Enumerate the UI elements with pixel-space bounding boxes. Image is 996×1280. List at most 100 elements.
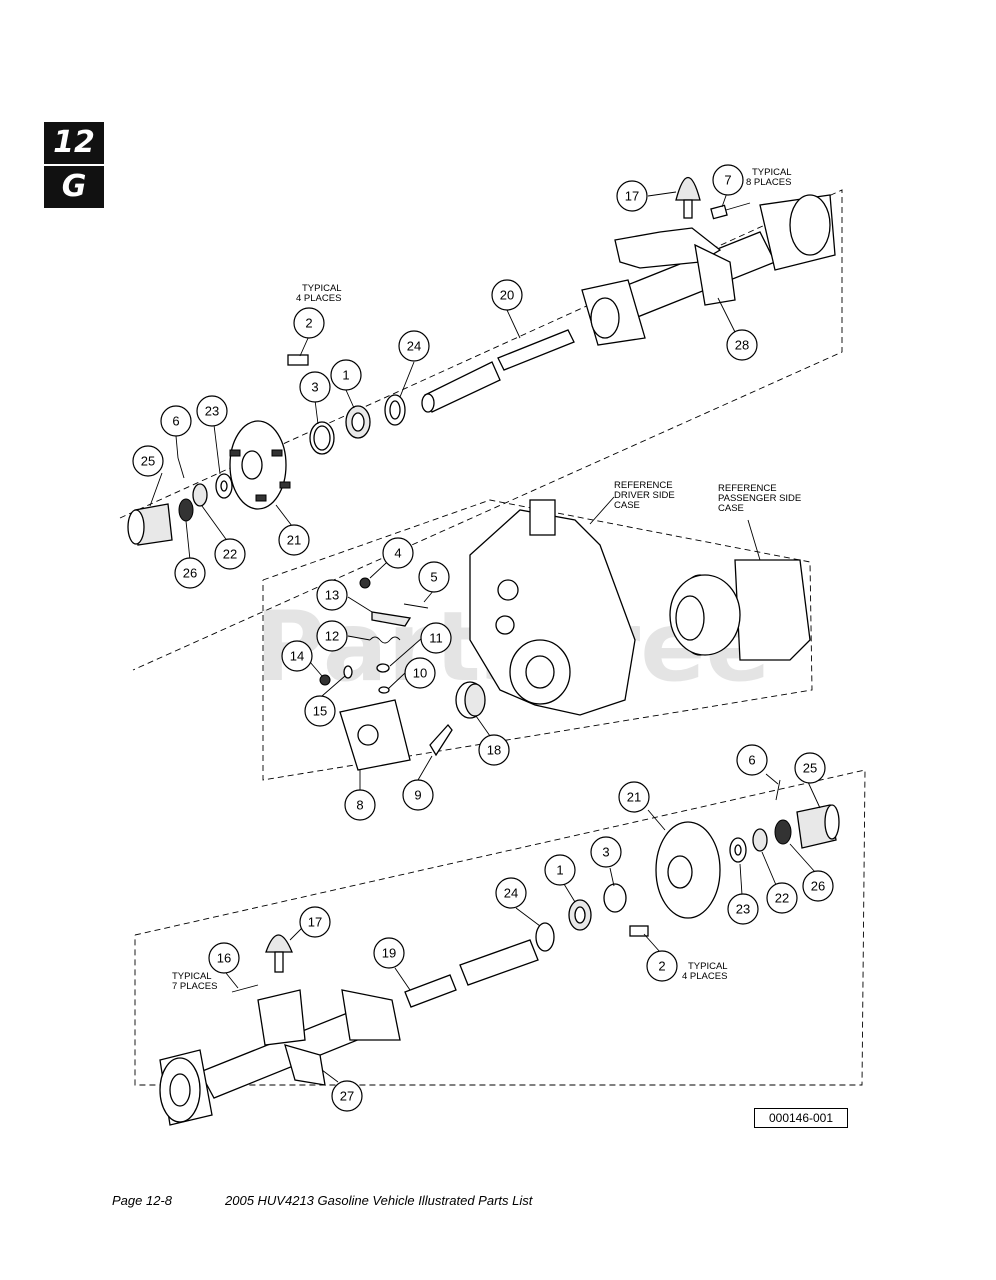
lower-bolt-16 <box>231 984 259 993</box>
svg-text:2: 2 <box>305 316 312 331</box>
lower-bumper-17 <box>265 934 293 973</box>
svg-text:27: 27 <box>340 1089 354 1104</box>
note-typical-4-places-top: TYPICAL 4 PLACES <box>296 283 342 304</box>
upper-axle-shaft-end <box>421 361 501 413</box>
svg-text:9: 9 <box>414 788 421 803</box>
passenger-side-case <box>669 559 811 661</box>
spring-12 <box>369 636 401 644</box>
svg-text:1: 1 <box>342 368 349 383</box>
svg-text:PASSENGER SIDE: PASSENGER SIDE <box>718 493 801 504</box>
svg-text:24: 24 <box>504 886 518 901</box>
svg-text:4 PLACES: 4 PLACES <box>296 293 341 304</box>
svg-text:28: 28 <box>735 338 749 353</box>
callout-22-bottom: 22 <box>766 882 798 914</box>
callout-7: 7 <box>712 164 744 196</box>
callout-18: 18 <box>478 734 510 766</box>
callout-8: 8 <box>344 789 376 821</box>
washer-11 <box>376 663 390 673</box>
oring-10 <box>378 686 390 694</box>
svg-text:4: 4 <box>394 546 401 561</box>
note-typical-4-places-bottom: TYPICAL 4 PLACES <box>682 961 728 982</box>
svg-text:13: 13 <box>325 588 339 603</box>
svg-text:CASE: CASE <box>718 503 744 514</box>
svg-text:12: 12 <box>325 629 339 644</box>
callout-23-top: 23 <box>196 395 228 427</box>
svg-text:26: 26 <box>183 566 197 581</box>
upper-retaining-ring-3 <box>309 421 335 455</box>
svg-text:REFERENCE: REFERENCE <box>614 480 673 491</box>
svg-text:8: 8 <box>356 798 363 813</box>
svg-text:TYPICAL: TYPICAL <box>688 961 728 972</box>
callout-6-top: 6 <box>160 405 192 437</box>
svg-text:23: 23 <box>736 902 750 917</box>
note-typical-8-places: TYPICAL 8 PLACES <box>746 167 792 188</box>
upper-dust-cap-25 <box>127 503 173 546</box>
callout-27: 27 <box>331 1080 363 1112</box>
callout-28: 28 <box>726 329 758 361</box>
shaft-9 <box>429 723 453 757</box>
callout-13: 13 <box>316 579 348 611</box>
section-letter-tab: G <box>44 166 104 208</box>
svg-text:19: 19 <box>382 946 396 961</box>
transaxle-group-outline <box>262 499 813 781</box>
callout-16: 16 <box>208 942 240 974</box>
note-reference-driver-side-case: REFERENCE DRIVER SIDE CASE <box>614 480 675 511</box>
svg-text:16: 16 <box>217 951 231 966</box>
callout-1-top: 1 <box>330 359 362 391</box>
callout-2-top: 2 <box>293 307 325 339</box>
callout-14: 14 <box>281 640 313 672</box>
screw-14 <box>319 674 331 686</box>
callout-24-bottom: 24 <box>495 877 527 909</box>
gear-18 <box>455 681 486 719</box>
callout-24-top: 24 <box>398 330 430 362</box>
upper-cotter-pin-6 <box>177 457 185 479</box>
driver-side-case <box>469 499 636 716</box>
svg-text:10: 10 <box>413 666 427 681</box>
lower-cotter-pin-6 <box>775 779 781 801</box>
lower-axle-tube-27 <box>159 989 401 1126</box>
callout-19: 19 <box>373 937 405 969</box>
svg-text:14: 14 <box>290 649 304 664</box>
svg-text:21: 21 <box>627 790 641 805</box>
svg-text:TYPICAL: TYPICAL <box>302 283 342 294</box>
upper-bolt-7 <box>710 202 751 220</box>
lower-dust-cap-25 <box>796 804 840 849</box>
note-typical-7-places: TYPICAL 7 PLACES <box>172 971 217 992</box>
lower-axle-group-outline <box>134 769 866 1086</box>
lower-axle-shaft-end <box>459 939 539 986</box>
callout-26-top: 26 <box>174 557 206 589</box>
figure-id-box: 000146-001 <box>754 1108 848 1128</box>
callout-25-bottom: 25 <box>794 752 826 784</box>
callout-21-top: 21 <box>278 524 310 556</box>
svg-text:3: 3 <box>602 845 609 860</box>
lower-nut-22 <box>752 828 768 852</box>
lower-stud-2 <box>629 925 649 937</box>
svg-text:1: 1 <box>556 863 563 878</box>
callout-2-bottom: 2 <box>646 950 678 982</box>
footer-page-number: Page 12-8 <box>112 1193 172 1208</box>
callout-12: 12 <box>316 620 348 652</box>
lower-seal-24 <box>535 922 555 952</box>
svg-text:18: 18 <box>487 743 501 758</box>
lower-bearing-1 <box>568 899 592 931</box>
svg-text:11: 11 <box>429 631 443 646</box>
svg-text:6: 6 <box>172 414 179 429</box>
shift-lever-13 <box>371 611 412 627</box>
svg-text:8 PLACES: 8 PLACES <box>746 177 791 188</box>
lower-retaining-ring-3 <box>603 883 627 913</box>
footer-document-title: 2005 HUV4213 Gasoline Vehicle Illustrate… <box>225 1193 533 1208</box>
svg-text:15: 15 <box>313 704 327 719</box>
svg-text:17: 17 <box>625 189 639 204</box>
lower-hub-21 <box>655 821 721 919</box>
upper-stud-2 <box>287 354 309 366</box>
svg-text:7 PLACES: 7 PLACES <box>172 981 217 992</box>
callout-26-bottom: 26 <box>802 870 834 902</box>
svg-text:DRIVER SIDE: DRIVER SIDE <box>614 490 675 501</box>
svg-text:21: 21 <box>287 533 301 548</box>
callout-4: 4 <box>382 537 414 569</box>
svg-text:26: 26 <box>811 879 825 894</box>
oil-pump-housing-8 <box>339 699 411 771</box>
axle-shaft-19 <box>404 974 457 1008</box>
callout-9: 9 <box>402 779 434 811</box>
